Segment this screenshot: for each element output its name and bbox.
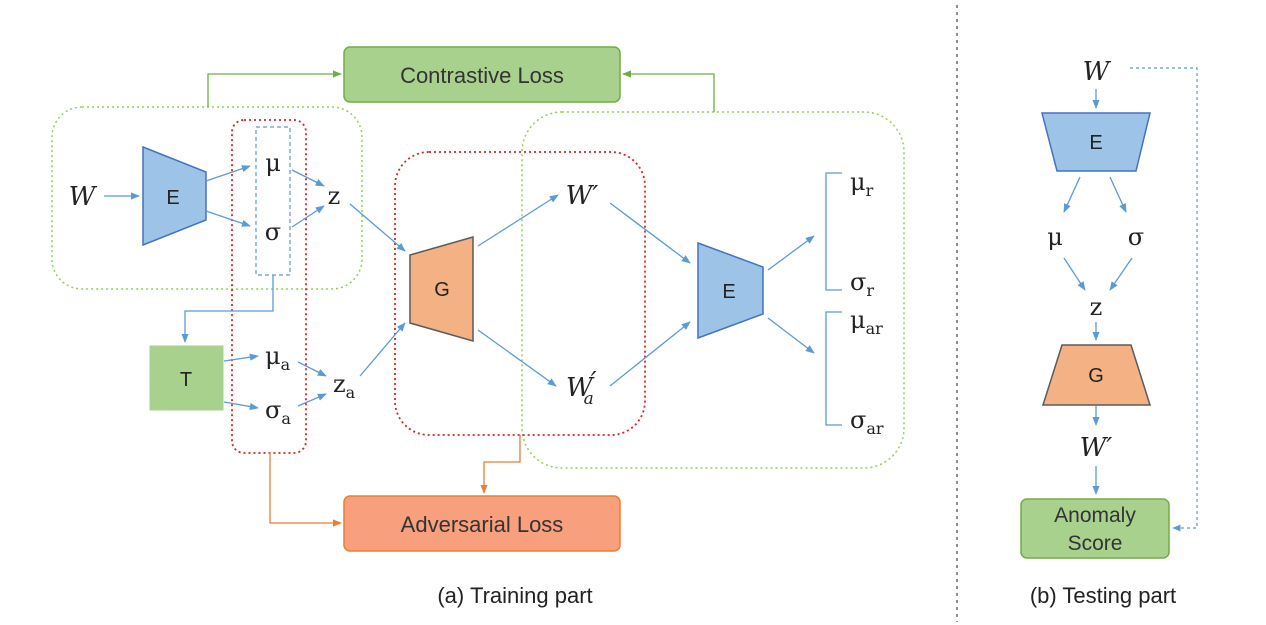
bracket-r xyxy=(825,172,842,291)
arrow-sigma-a-to-z-a xyxy=(297,393,327,407)
training-generator-label: G xyxy=(434,279,450,301)
contrastive-loss-box: Contrastive Loss xyxy=(343,46,621,103)
arrow-latent-to-t xyxy=(181,275,274,343)
arrow-w-a-prime-to-encoder2 xyxy=(609,321,691,387)
arrow-encoder2-to-r xyxy=(767,235,815,271)
testing-input-w: W xyxy=(1083,57,1112,87)
training-sigma: σ xyxy=(265,218,281,246)
arrow-generator-to-w-prime xyxy=(477,194,559,247)
training-generator: G xyxy=(409,236,474,342)
test-arrow-encoder-to-sigma xyxy=(1109,176,1127,213)
training-z-a: za xyxy=(333,370,356,402)
testing-mu: μ xyxy=(1047,223,1063,251)
latent-group-outline xyxy=(231,119,307,454)
testing-sigma: σ xyxy=(1128,223,1144,251)
training-encoder2-label: E xyxy=(722,281,735,303)
training-encoder-label: E xyxy=(166,187,179,209)
test-arrow-encoder-to-mu xyxy=(1063,176,1081,213)
anomaly-score-line1: Anomaly xyxy=(1054,504,1136,527)
training-w-a-prime: W′a xyxy=(566,367,597,409)
training-w-prime: W′ xyxy=(566,181,599,211)
contrastive-arrow-right xyxy=(622,70,715,112)
testing-encoder: E xyxy=(1041,112,1151,172)
test-arrow-mu-to-z xyxy=(1063,257,1086,291)
training-input-w: W xyxy=(69,182,98,212)
testing-generator: G xyxy=(1041,344,1152,406)
testing-generator-label: G xyxy=(1088,365,1104,387)
training-mu-ar: μar xyxy=(850,306,883,338)
adversarial-arrow-left xyxy=(269,453,342,527)
arrow-mu-a-to-z-a xyxy=(297,361,327,377)
adversarial-loss-box: Adversarial Loss xyxy=(343,495,621,552)
arrow-sigma-to-z xyxy=(291,205,325,228)
arrow-w-prime-to-encoder2 xyxy=(609,202,691,264)
contrastive-loss-label: Contrastive Loss xyxy=(400,63,564,88)
arrow-encoder-to-mu xyxy=(205,165,251,182)
training-z: z xyxy=(328,182,341,210)
generator-group-outline xyxy=(394,151,646,436)
adversarial-arrow-right xyxy=(480,435,521,494)
adversarial-loss-label: Adversarial Loss xyxy=(401,512,564,537)
anomaly-score-line2: Score xyxy=(1068,532,1123,555)
training-caption: (a) Training part xyxy=(437,583,592,608)
arrow-generator-to-w-a-prime xyxy=(477,329,557,387)
arrow-z-a-to-generator xyxy=(359,322,406,377)
arrow-encoder2-to-ar xyxy=(767,317,815,354)
encoder-group-outline xyxy=(51,106,363,290)
contrastive-arrow-left xyxy=(207,70,342,107)
anomaly-score-box: Anomaly Score xyxy=(1020,498,1170,559)
reencoder-group-outline xyxy=(521,111,905,469)
testing-z: z xyxy=(1090,293,1103,321)
testing-caption: (b) Testing part xyxy=(1030,583,1176,608)
training-mu-r: μr xyxy=(850,168,874,200)
training-mu: μ xyxy=(265,149,281,177)
training-sigma-ar: σar xyxy=(850,406,884,438)
bracket-ar xyxy=(825,311,842,426)
arrow-encoder-to-sigma xyxy=(205,210,251,227)
training-encoder2: E xyxy=(697,241,764,340)
training-mu-a: μa xyxy=(265,342,291,374)
training-sigma-a: σa xyxy=(265,396,291,428)
arrow-t-to-mu-a xyxy=(223,353,259,362)
arrow-t-to-sigma-a xyxy=(223,401,259,411)
training-encoder: E xyxy=(142,145,207,247)
transform-t-box: T xyxy=(149,345,224,411)
transform-t-label: T xyxy=(180,369,192,391)
test-arrow-sigma-to-z xyxy=(1109,257,1133,291)
test-arrow-w-to-anomaly xyxy=(1130,67,1198,532)
testing-encoder-label: E xyxy=(1089,132,1102,154)
arrow-mu-to-z xyxy=(291,169,325,187)
training-sigma-r: σr xyxy=(850,268,874,300)
arrow-z-to-generator xyxy=(349,203,406,252)
testing-w-prime: W′ xyxy=(1080,433,1113,463)
